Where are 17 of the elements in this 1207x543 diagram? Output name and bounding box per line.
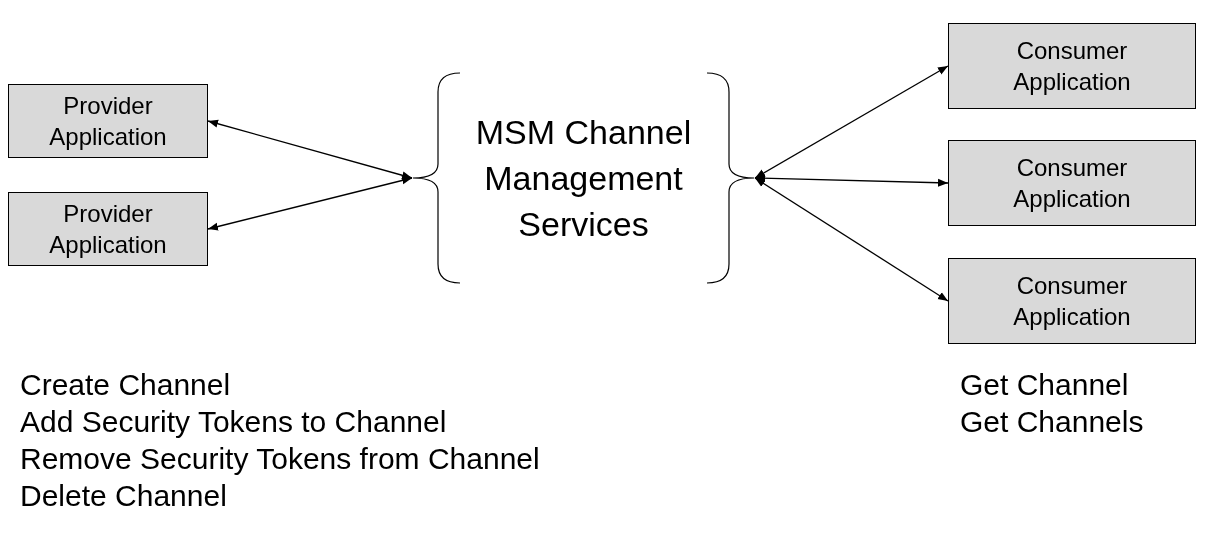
arrow (754, 177, 949, 302)
application-box: Consumer Application (948, 23, 1196, 109)
operation-label: Create Channel (20, 367, 232, 403)
arrow (754, 174, 949, 187)
application-box: Consumer Application (948, 258, 1196, 344)
operation-label: Get Channel (960, 367, 1130, 403)
application-box: Provider Application (8, 192, 208, 266)
operation-label: Get Channels (960, 404, 1144, 440)
arrow (207, 119, 413, 180)
arrow (207, 176, 413, 231)
operation-label: Add Security Tokens to Channel (20, 404, 448, 440)
operation-label: Delete Channel (20, 478, 228, 514)
service-title: MSM Channel Management Services (474, 112, 693, 245)
arrow (754, 65, 949, 179)
operation-label: Remove Security Tokens from Channel (20, 441, 540, 477)
application-box: Consumer Application (948, 140, 1196, 226)
application-box: Provider Application (8, 84, 208, 158)
